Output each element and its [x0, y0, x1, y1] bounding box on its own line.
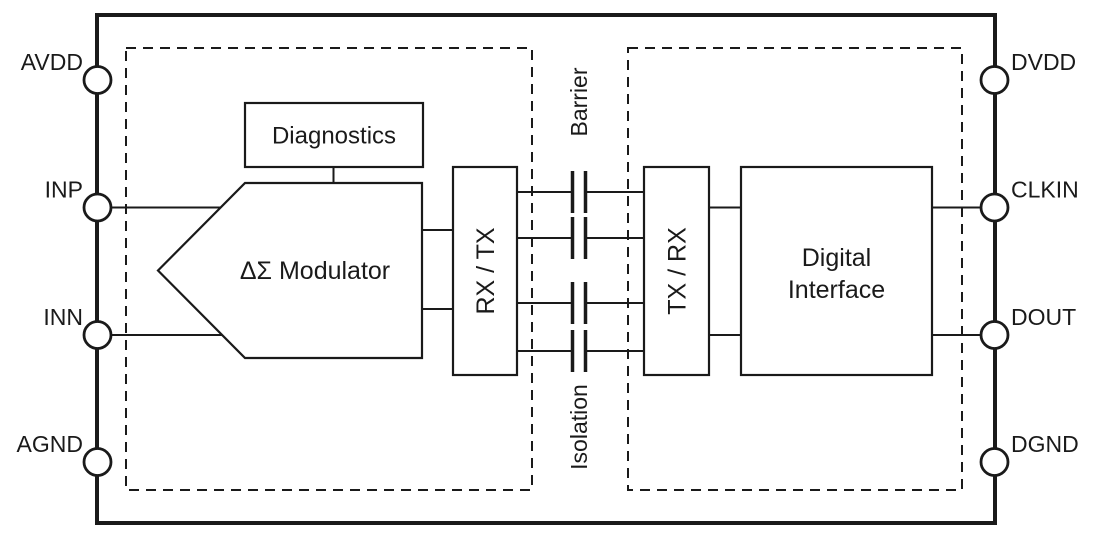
modulator-label: ΔΣ Modulator: [240, 257, 390, 285]
rx-tx-label: RX / TX: [472, 227, 500, 314]
pin-dout: DOUT: [979, 304, 1076, 350]
digital-interface-label-line1: Digital: [802, 244, 871, 272]
pin-clkin: CLKIN: [979, 177, 1079, 223]
digital-interface-label-line2: Interface: [788, 276, 885, 304]
isolation-label: Isolation: [566, 384, 592, 470]
pin-circle-dgnd: [979, 447, 1010, 477]
digital-domain-boundary: [627, 47, 963, 491]
pin-circle-dvdd: [979, 65, 1010, 95]
pin-label-dvdd: DVDD: [1011, 49, 1076, 75]
isolation-capacitor-1: [570, 171, 588, 213]
pin-circle-inp: [82, 192, 113, 223]
rx-tx-block: [451, 165, 519, 377]
pin-label-avdd: AVDD: [21, 49, 83, 75]
chip-outline: [95, 13, 997, 525]
left-pins: AVDD INP INN AGND: [17, 49, 113, 477]
pin-circle-dout: [979, 320, 1010, 350]
pin-dvdd: DVDD: [979, 49, 1076, 95]
pin-circle-inn: [82, 320, 113, 350]
pin-inn: INN: [43, 304, 113, 350]
pin-label-inp: INP: [45, 177, 83, 203]
barrier-label: Barrier: [566, 67, 592, 136]
isolation-capacitors: [570, 171, 588, 372]
digital-interface-block: [739, 165, 934, 377]
pin-label-dgnd: DGND: [1011, 431, 1079, 457]
modulator-block: [156, 181, 424, 360]
tx-rx-block: [642, 165, 711, 377]
pin-inp: INP: [45, 177, 113, 223]
isolation-capacitor-4: [570, 330, 588, 372]
tx-rx-label: TX / RX: [663, 227, 691, 315]
pin-circle-avdd: [82, 65, 113, 95]
isolation-capacitor-2: [570, 217, 588, 259]
pin-label-inn: INN: [43, 304, 83, 330]
right-pins: DVDD CLKIN DOUT DGND: [979, 49, 1079, 477]
pin-label-clkin: CLKIN: [1011, 177, 1079, 203]
pin-label-dout: DOUT: [1011, 304, 1076, 330]
pin-circle-agnd: [82, 447, 113, 477]
pin-agnd: AGND: [17, 431, 113, 477]
isolation-capacitor-3: [570, 282, 588, 324]
pin-circle-clkin: [979, 192, 1010, 223]
diagnostics-label: Diagnostics: [272, 122, 396, 149]
pin-label-agnd: AGND: [17, 431, 83, 457]
pin-avdd: AVDD: [21, 49, 113, 95]
diagnostics-block: [243, 101, 425, 169]
pin-dgnd: DGND: [979, 431, 1079, 477]
